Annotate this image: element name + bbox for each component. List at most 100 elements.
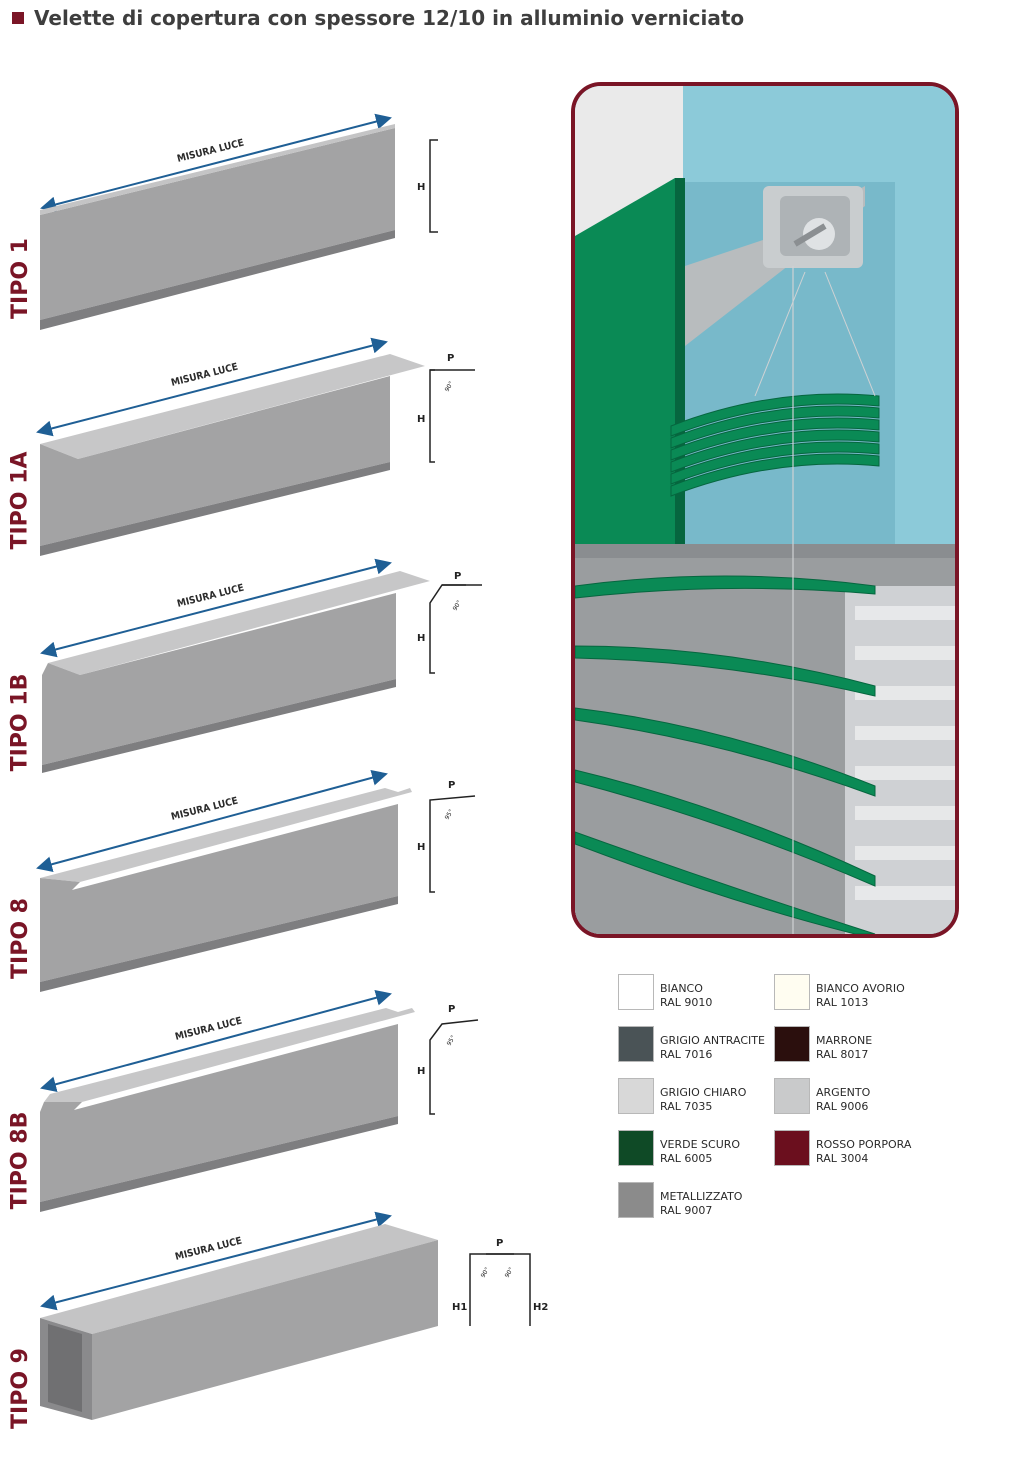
swatch-chip	[618, 974, 654, 1010]
angle-label-right: 90°	[504, 1266, 515, 1279]
swatch-chip	[774, 1130, 810, 1166]
p-dimension-label: P	[447, 353, 454, 364]
title-bullet-square	[12, 12, 24, 24]
swatch-code: RAL 7016	[660, 1048, 713, 1061]
section-diagram	[429, 1019, 479, 1115]
measure-label: MISURA LUCE	[174, 1236, 243, 1263]
profile-tipo-8: MISURA LUCE P 95° H	[36, 769, 476, 992]
profile-bottom-lip	[40, 1116, 398, 1212]
swatch-chip	[618, 1078, 654, 1114]
profile-end-opening	[48, 1324, 82, 1412]
profile-tipo-9: MISURA LUCE P 90° 90° H1 H2	[40, 1211, 548, 1420]
swatch-chip	[774, 1026, 810, 1062]
swatch-chip	[618, 1026, 654, 1062]
measure-arrow	[40, 113, 392, 213]
measure-label: MISURA LUCE	[176, 138, 245, 165]
profile-tipo-1a: MISURA LUCE P 90° H	[36, 337, 475, 556]
swatch-name: BIANCO AVORIO	[816, 982, 905, 995]
swatch-marrone: MARRONE RAL 8017	[774, 1026, 934, 1066]
swatch-name: GRIGIO CHIARO	[660, 1086, 747, 1099]
swatch-name: BIANCO	[660, 982, 703, 995]
angle-label: 90°	[452, 599, 463, 612]
swatch-code: RAL 8017	[816, 1048, 869, 1061]
swatch-bianco-avorio: BIANCO AVORIO RAL 1013	[774, 974, 934, 1014]
product-photo	[571, 82, 959, 938]
swatch-code: RAL 1013	[816, 996, 869, 1009]
section-diagram	[429, 139, 438, 233]
measure-arrow	[40, 989, 392, 1093]
swatch-code: RAL 9010	[660, 996, 713, 1009]
swatch-chip	[774, 1078, 810, 1114]
swatch-rosso-porpora: ROSSO PORPORA RAL 3004	[774, 1130, 934, 1170]
measure-arrow	[36, 337, 388, 437]
h2-dimension-label: H2	[533, 1302, 548, 1313]
swatch-grigio-chiaro: GRIGIO CHIARO RAL 7035	[618, 1078, 778, 1118]
swatch-verde-scuro: VERDE SCURO RAL 6005	[618, 1130, 778, 1170]
section-diagram	[429, 795, 476, 893]
p-dimension-label: P	[448, 1004, 455, 1015]
h-dimension-label: H	[417, 414, 425, 425]
swatch-grigio-antracite: GRIGIO ANTRACITE RAL 7016	[618, 1026, 778, 1066]
profile-top-flange	[40, 788, 412, 882]
swatch-bianco: BIANCO RAL 9010	[618, 974, 778, 1014]
profile-bottom-lip	[42, 679, 396, 773]
angle-label: 95°	[444, 808, 455, 821]
swatch-chip	[618, 1182, 654, 1218]
h1-dimension-label: H1	[452, 1302, 467, 1313]
profile-bottom-lip	[40, 462, 390, 556]
h-dimension-label: H	[417, 842, 425, 853]
swatch-name: VERDE SCURO	[660, 1138, 741, 1151]
profile-bottom-lip	[40, 896, 398, 992]
profile-top-flange	[40, 354, 425, 459]
swatch-name: ARGENTO	[816, 1086, 871, 1099]
profile-tipo-1b: MISURA LUCE P 90° H	[40, 558, 482, 773]
swatch-name: MARRONE	[816, 1034, 873, 1047]
page-header: Velette di copertura con spessore 12/10 …	[12, 4, 744, 32]
swatch-name: ROSSO PORPORA	[816, 1138, 912, 1151]
swatch-code: RAL 3004	[816, 1152, 869, 1165]
h-dimension-label: H	[417, 633, 425, 644]
h-dimension-label: H	[417, 182, 425, 193]
measure-label: MISURA LUCE	[174, 1016, 243, 1043]
measure-label: MISURA LUCE	[176, 583, 245, 610]
angle-label-left: 90°	[480, 1266, 491, 1279]
p-dimension-label: P	[448, 780, 455, 791]
p-dimension-label: P	[454, 571, 461, 582]
swatch-code: RAL 6005	[660, 1152, 713, 1165]
measure-arrow	[40, 558, 392, 658]
profile-top-flange	[44, 1008, 415, 1102]
profile-front-face	[92, 1240, 438, 1420]
p-dimension-label: P	[496, 1238, 503, 1249]
angle-label: 90°	[444, 380, 455, 393]
swatch-name: METALLIZZATO	[660, 1190, 743, 1203]
section-diagram	[469, 1253, 531, 1326]
profile-tipo-8b: MISURA LUCE P 95° H	[40, 989, 479, 1212]
swatch-argento: ARGENTO RAL 9006	[774, 1078, 934, 1118]
profile-face	[40, 376, 390, 546]
profile-top-lip	[40, 124, 395, 215]
h-dimension-label: H	[417, 1066, 425, 1077]
measure-arrow	[36, 769, 388, 873]
profile-top-flange	[48, 571, 430, 675]
swatch-chip	[774, 974, 810, 1010]
product-illustration	[575, 86, 955, 934]
profile-face	[40, 804, 398, 982]
swatch-metallizzato: METALLIZZATO RAL 9007	[618, 1182, 778, 1222]
page-title: Velette di copertura con spessore 12/10 …	[34, 6, 745, 30]
swatch-name: GRIGIO ANTRACITE	[660, 1034, 765, 1047]
angle-label: 95°	[446, 1034, 457, 1047]
profile-tipo-1: MISURA LUCE H	[40, 113, 438, 330]
measure-label: MISURA LUCE	[170, 362, 239, 389]
measure-label: MISURA LUCE	[170, 796, 239, 823]
profile-face	[40, 1024, 398, 1202]
swatch-chip	[618, 1130, 654, 1166]
profile-bottom-lip	[40, 230, 395, 330]
measure-arrow	[40, 1211, 392, 1311]
profile-face	[40, 128, 395, 320]
profile-top-face	[40, 1224, 438, 1334]
section-diagram	[429, 584, 466, 674]
swatch-code: RAL 7035	[660, 1100, 713, 1113]
swatch-code: RAL 9007	[660, 1204, 713, 1217]
profile-face	[42, 593, 396, 765]
section-diagram	[429, 369, 435, 463]
